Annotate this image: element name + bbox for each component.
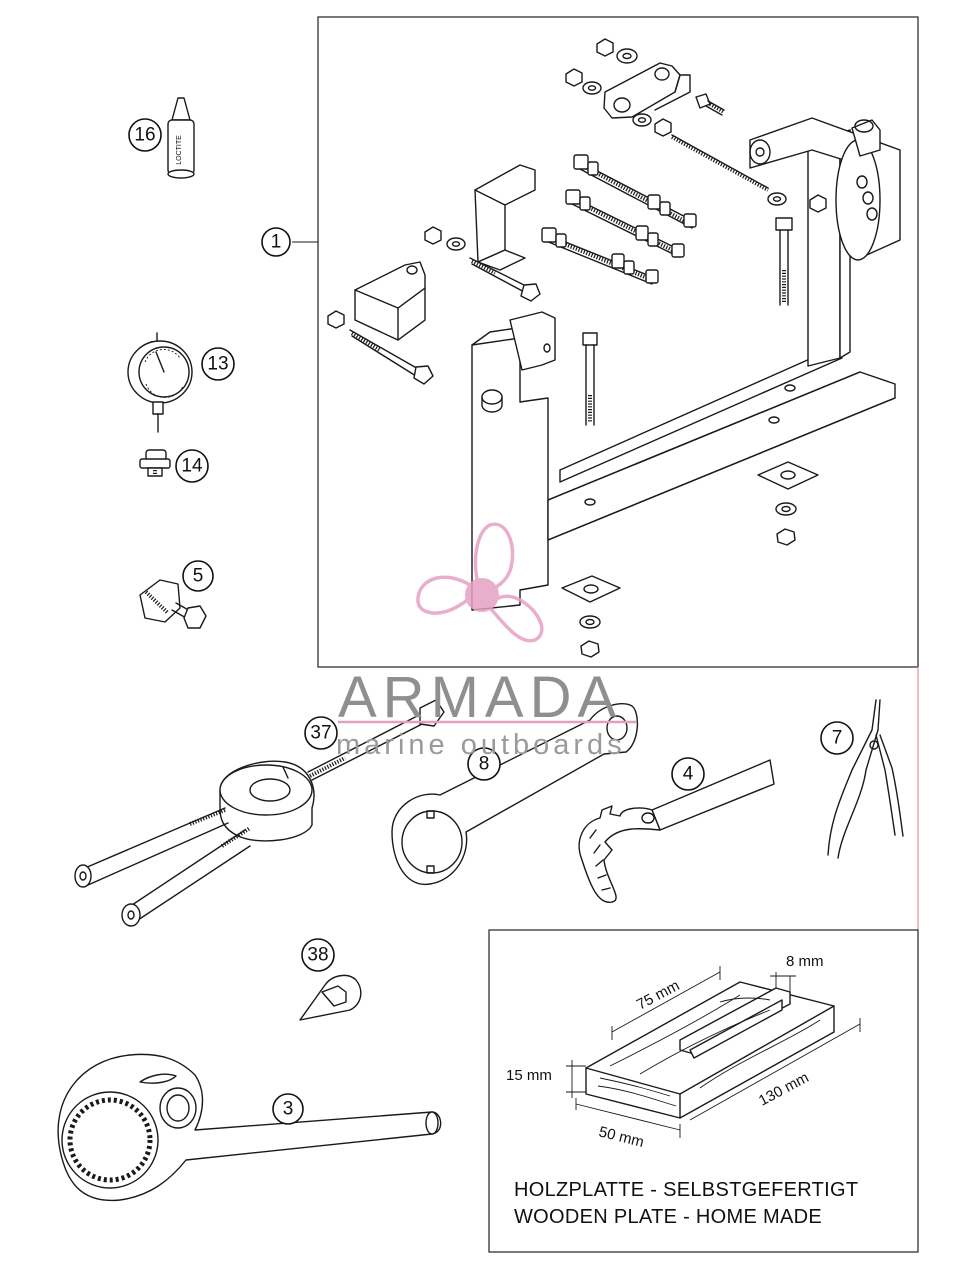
caption-german: HOLZPLATTE - SELBSTGEFERTIGT (514, 1179, 858, 1201)
watermark-title: ARMADA (338, 665, 622, 730)
dim-15mm: 15 mm (506, 1067, 552, 1084)
lock-plate (299, 974, 362, 1021)
dim-75mm: 75 mm (634, 977, 682, 1014)
watermark-subtitle: marine outboards (336, 729, 626, 761)
part-number-8: 8 (479, 754, 490, 775)
callout-p1: 1 (261, 227, 291, 257)
svg-text:LOCTITE: LOCTITE (176, 135, 183, 165)
puller-tool (139, 579, 207, 629)
pin-spanner-wrench (391, 702, 639, 885)
part-number-14: 14 (181, 456, 203, 477)
caption-english: WOODEN PLATE - HOME MADE (514, 1206, 822, 1228)
dim-8mm: 8 mm (786, 953, 824, 970)
callout-p3: 3 (272, 1093, 304, 1125)
armada-propeller-logo (416, 522, 544, 643)
part-number-37: 37 (310, 723, 331, 744)
wooden-plate-drawing (566, 966, 861, 1138)
callout-p16: 16 (128, 118, 162, 152)
callout-p13: 13 (201, 347, 235, 381)
callout-p7: 7 (820, 721, 854, 755)
callout-p37: 37 (304, 716, 338, 750)
engine-stand-assembly (327, 38, 901, 658)
wooden-plate-box (488, 929, 919, 1253)
part-number-1: 1 (271, 232, 282, 253)
dim-50mm: 50 mm (597, 1123, 646, 1151)
dial-gauge (127, 332, 193, 433)
circlip-pliers (827, 699, 904, 859)
callout-p5: 5 (182, 560, 214, 592)
part-number-3: 3 (283, 1099, 294, 1120)
part-number-13: 13 (207, 354, 228, 375)
dim-130mm: 130 mm (756, 1069, 812, 1109)
hook-spanner-wrench (578, 759, 775, 903)
callout-p8: 8 (467, 747, 501, 781)
part-number-16: 16 (134, 125, 155, 146)
kit-frame-box (317, 16, 919, 668)
gauge-adapter (139, 449, 171, 477)
callout-p38: 38 (301, 938, 335, 972)
part-number-5: 5 (193, 566, 204, 587)
part-number-38: 38 (307, 945, 328, 966)
callout-p14: 14 (175, 449, 209, 483)
flywheel-holding-wrench (57, 1053, 442, 1202)
part-number-7: 7 (832, 728, 843, 749)
holding-collar-tool (74, 699, 445, 927)
thread-locker-bottle: LOCTITE (167, 97, 195, 179)
callout-p4: 4 (671, 757, 705, 791)
part-number-4: 4 (683, 764, 694, 785)
